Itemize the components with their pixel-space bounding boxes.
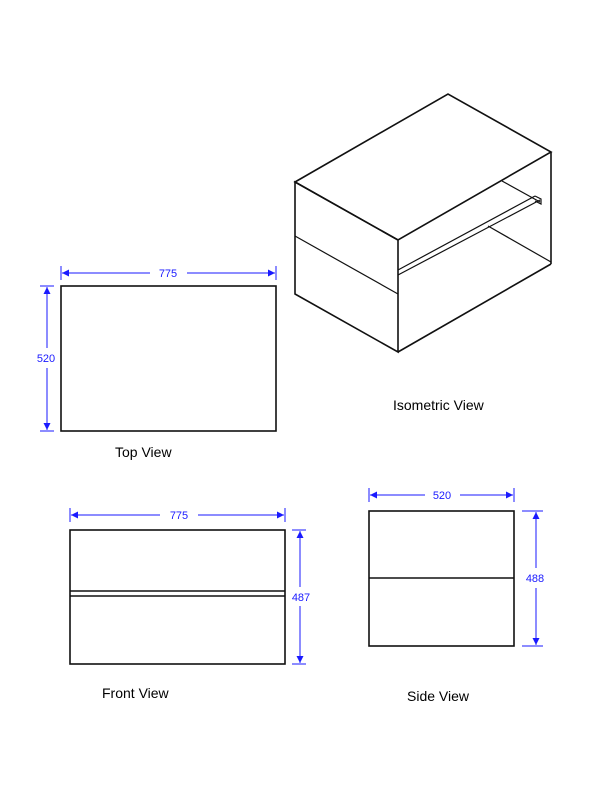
isometric-view [293,93,553,354]
side-view-caption: Side View [407,688,470,704]
front-view-caption: Front View [102,685,169,701]
side-height-label: 488 [526,573,544,585]
top-width-label: 775 [159,268,177,280]
iso-shelf-top-edge [397,195,536,271]
top-depth-label: 520 [37,353,55,365]
front-width-label: 775 [170,510,188,522]
iso-front-split [294,235,399,295]
iso-bottom-right-edge [397,263,552,353]
top-view-outline [60,285,277,432]
top-view: 775 520 [37,266,277,432]
front-view: 775 487 [69,508,310,665]
iso-front-face [294,180,399,354]
iso-shelf-end [534,195,542,205]
top-view-caption: Top View [115,444,172,460]
iso-inner-floor-edge [487,225,552,263]
iso-inner-back-edge [501,180,541,203]
iso-top-face [293,93,553,241]
side-view: 520 488 [368,488,544,647]
iso-shelf-bottom-edge [397,199,541,276]
isometric-view-caption: Isometric View [393,397,484,413]
front-height-label: 487 [292,592,310,604]
front-view-outline [69,529,286,665]
side-depth-label: 520 [433,490,451,502]
